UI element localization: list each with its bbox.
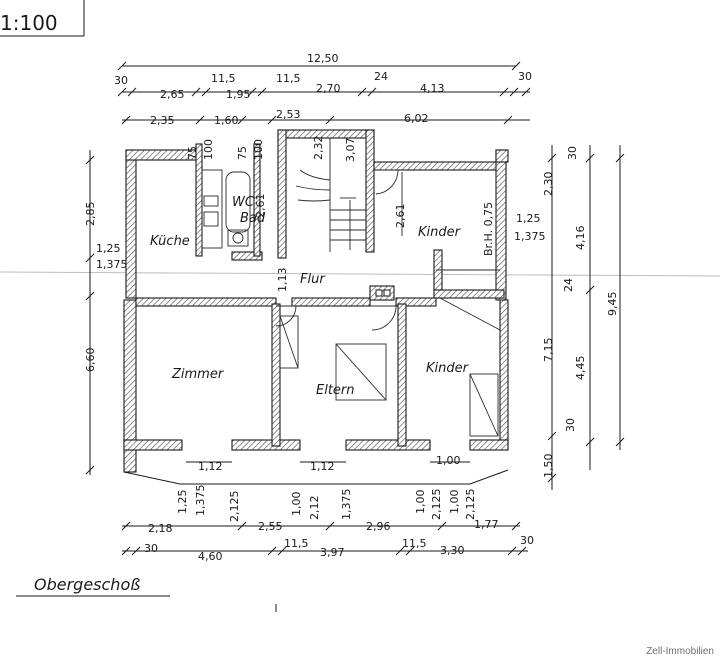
dim-right-e: 1,375 <box>514 230 546 243</box>
dim-bottom-sill-4: 2,12 <box>308 496 321 521</box>
room-label-kueche: Küche <box>150 234 190 249</box>
dim-tick <box>191 87 201 97</box>
dim-top-r1-3: 1,95 <box>226 88 251 101</box>
room-label-flur: Flur <box>300 272 326 287</box>
room-label-bad: Bad <box>240 211 266 226</box>
dim-bottom-sill-2: 2,125 <box>228 491 241 523</box>
dim-stair-1: 3,07 <box>344 138 357 163</box>
dim-top-r1-4: 11,5 <box>276 72 301 85</box>
dim-bottom-r1-3: 1,77 <box>474 518 499 531</box>
dim-bottom-sill-9: 2,125 <box>464 489 477 521</box>
dim-right-b: 2,30 <box>542 172 555 197</box>
scale-label: 1:100 <box>0 11 58 35</box>
watermark: Zell-Immobilien <box>646 646 714 657</box>
dim-bottom-r2-0: 30 <box>144 542 158 555</box>
dim-tick <box>499 87 509 97</box>
staircase <box>295 138 366 252</box>
scale-heading: 1:100 <box>0 0 85 37</box>
dim-tick <box>509 87 519 97</box>
dimension-labels: 12,50 30 2,65 11,5 1,95 11,5 2,70 24 4,1… <box>84 52 619 563</box>
dim-top-r2-1: 1,60 <box>214 114 239 127</box>
room-labels: Küche WC Bad Flur Kinder Zimmer Eltern K… <box>150 195 470 398</box>
dim-window-2: 75 <box>236 146 249 160</box>
dim-right-k: 30 <box>564 418 577 432</box>
room-label-wc: WC <box>232 195 255 210</box>
dim-bottom-open-1: 1,12 <box>310 460 335 473</box>
dimension-lines <box>85 61 625 556</box>
dim-bottom-r2-4: 11,5 <box>402 537 427 550</box>
dim-top-r2-0: 2,35 <box>150 114 175 127</box>
dim-window-1: 100 <box>202 139 215 160</box>
room-label-zimmer: Zimmer <box>171 367 225 382</box>
dim-bottom-r2-3: 3,97 <box>320 546 345 559</box>
dim-bottom-r1-0: 2,18 <box>148 522 173 535</box>
dim-left-upper: 2,85 <box>84 202 97 227</box>
dim-bottom-r1-1: 2,55 <box>258 520 283 533</box>
dim-bottom-sill-7: 2,125 <box>430 489 443 521</box>
dim-left-lower: 6,60 <box>84 348 97 373</box>
room-label-eltern: Eltern <box>316 383 355 398</box>
dim-stair-0: 2,32 <box>312 136 325 161</box>
fixtures <box>201 138 501 437</box>
dim-wc-width: 2,61 <box>254 194 267 219</box>
dim-right-i: 7,15 <box>542 338 555 363</box>
dim-right-g: 2,61 <box>394 204 407 229</box>
dim-right-c: 4,16 <box>574 226 587 251</box>
dim-bottom-sill-0: 1,25 <box>176 490 189 515</box>
dim-tick <box>127 87 137 97</box>
dim-tick <box>201 87 211 97</box>
dim-right-f: Br.H. 0,75 <box>482 202 495 256</box>
dim-top-r1-6: 24 <box>374 70 388 83</box>
dim-bottom-sill-8: 1,00 <box>448 490 461 515</box>
dim-top-r1-7: 4,13 <box>420 82 445 95</box>
dim-top-r2-3: 6,02 <box>404 112 429 125</box>
dim-left-h1: 1,25 <box>96 242 121 255</box>
dim-tick <box>367 87 377 97</box>
dim-left-h2: 1,375 <box>96 258 128 271</box>
dim-right-j: 4,45 <box>574 356 587 381</box>
dim-bottom-open-2: 1,00 <box>436 454 461 467</box>
dim-top-r1-0: 30 <box>114 74 128 87</box>
dim-tick <box>357 87 367 97</box>
dim-top-r2-2: 2,53 <box>276 108 301 121</box>
dim-bottom-sill-5: 1,375 <box>340 489 353 521</box>
dim-left-door: 1,13 <box>276 268 289 293</box>
scan-line <box>0 271 720 277</box>
dim-bottom-sill-3: 1,00 <box>290 492 303 517</box>
dim-tick <box>247 87 257 97</box>
dim-right-d: 1,25 <box>516 212 541 225</box>
dim-top-r1-2: 11,5 <box>211 72 236 85</box>
dim-window-3: 100 <box>252 139 265 160</box>
dim-bottom-r2-2: 11,5 <box>284 537 309 550</box>
dim-top-r1-1: 2,65 <box>160 88 185 101</box>
dim-bottom-open-0: 1,12 <box>198 460 223 473</box>
dim-right-a: 30 <box>566 146 579 160</box>
dim-bottom-r2-1: 4,60 <box>198 550 223 563</box>
dim-tick <box>117 87 127 97</box>
dim-bottom-r2-6: 30 <box>520 534 534 547</box>
floor-label-text: Obergeschoß <box>34 575 140 594</box>
dim-bottom-r1-2: 2,96 <box>366 520 391 533</box>
dim-right-overall: 9,45 <box>606 292 619 317</box>
dim-window-0: 75 <box>186 146 199 160</box>
dim-right-h: 24 <box>562 278 575 292</box>
room-label-kinder-bottom: Kinder <box>426 361 470 376</box>
dim-top-r1-5: 2,70 <box>316 82 341 95</box>
floor-label: Obergeschoß <box>16 575 170 597</box>
dim-tick <box>521 87 531 97</box>
dim-top-overall: 12,50 <box>307 52 339 65</box>
room-label-kinder-top: Kinder <box>418 225 462 240</box>
dim-tick <box>257 87 267 97</box>
walls <box>123 129 509 485</box>
dim-bottom-sill-6: 1,00 <box>414 490 427 515</box>
dim-bottom-sill-1: 1,375 <box>194 485 207 517</box>
dim-right-l: 1,50 <box>542 454 555 479</box>
dim-top-r1-8: 30 <box>518 70 532 83</box>
dim-bottom-r2-5: 3,30 <box>440 544 465 557</box>
